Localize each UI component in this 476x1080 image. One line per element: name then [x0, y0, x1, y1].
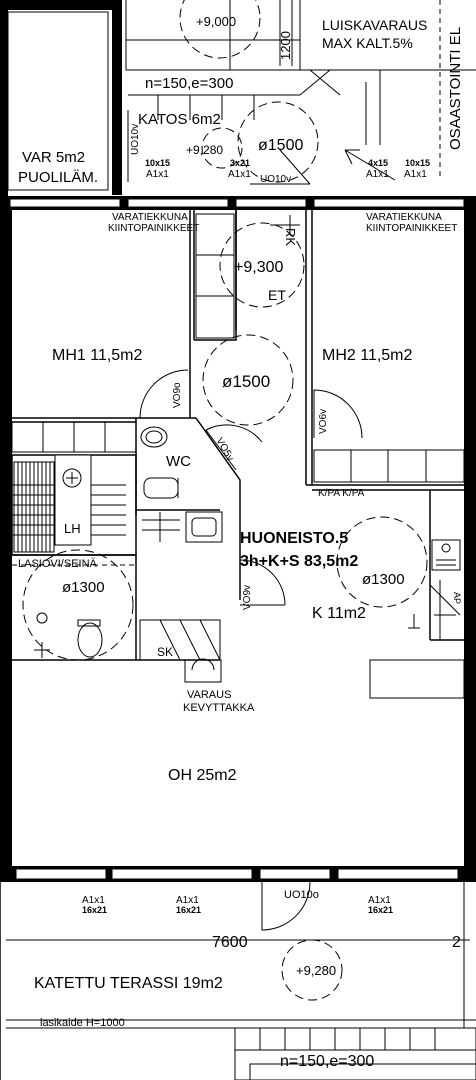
window-top-3-a: 4x15 [368, 158, 388, 168]
room-label-mh2: MH2 11,5m2 [322, 347, 413, 364]
door-v09-hall: VO9v [242, 585, 253, 610]
level-top: +9,000 [196, 14, 236, 29]
label-rk: RK [283, 228, 298, 246]
door-uo-terrace: UO10o [284, 889, 319, 901]
top-exterior-wall [0, 196, 476, 210]
lasikaide: lasikaide H=1000 [40, 1017, 125, 1029]
max-kalt: MAX KALT.5% [322, 35, 413, 51]
circle-sauna: ø1300 [62, 579, 105, 596]
label-lh: LH [64, 521, 81, 536]
apartment-name: HUONEISTO.5 [240, 530, 348, 547]
stairs-bottom [234, 1027, 476, 1080]
circle-katos: ø1500 [258, 137, 303, 154]
turning-circle-et [219, 222, 305, 308]
window-bottom-3-b: 16x21 [368, 905, 393, 915]
window-top-1-a: 10x15 [145, 158, 170, 168]
dim-1200: 1200 [278, 31, 293, 60]
door-top-swing [250, 149, 311, 185]
window-top-4-b: A1x1 [404, 169, 427, 180]
level-circle-katos [201, 127, 243, 169]
room-label-terassi: KATETTU TERASSI 19m2 [34, 975, 223, 992]
window-top-4-a: 10x15 [405, 158, 430, 168]
door-uo-top-left: UO10v [130, 124, 141, 155]
window-bottom-1-a: A1x1 [82, 895, 105, 906]
bottom-exterior-wall [0, 866, 476, 882]
varaus-1: VARAUS [187, 689, 231, 701]
door-v09-mh1: VO9o [172, 382, 183, 408]
turning-circle-hall [202, 334, 294, 426]
window-top-2-b: A1x1 [228, 169, 251, 180]
stairs-top [128, 69, 381, 145]
room-label-wc: WC [166, 453, 191, 470]
level-et: +9,300 [234, 259, 283, 276]
top-frame [125, 0, 476, 71]
mh2-wardrobes [313, 449, 465, 483]
door-uo-top-center: UO10v [260, 174, 291, 185]
var-storage [0, 0, 122, 205]
varatie-left-1: VARATIEKKUNA [112, 212, 188, 223]
window-bottom-3-a: A1x1 [368, 895, 391, 906]
varatie-right-2: KIINTOPAINIKKEET [366, 223, 457, 234]
varaus-2: KEVYTTAKKA [183, 702, 255, 714]
door-mh2-swing [313, 389, 363, 439]
circle-hall: ø1500 [222, 372, 270, 391]
arrow-ramp [344, 149, 396, 181]
rk-mark [270, 215, 300, 235]
turning-circle-top [179, 0, 261, 59]
wc-sauna-block [11, 426, 223, 556]
turning-circle-katos [237, 101, 319, 183]
room-label-oh: OH 25m2 [168, 767, 237, 784]
door-terrace-swing [261, 881, 311, 931]
luiskavaraus: LUISKAVARAUS [322, 17, 427, 33]
label-lasiovi: LASIOVI/SEINÄ [18, 558, 98, 570]
varatie-left-2: KIINTOPAINIKKEET [108, 223, 199, 234]
dim-7600: 7600 [212, 934, 248, 951]
window-top-3-b: A1x1 [366, 169, 389, 180]
label-ap: AP [452, 592, 462, 604]
kitchen [336, 490, 465, 699]
door-mh1-swing [139, 369, 189, 419]
fireplace-reservation [184, 658, 222, 683]
level-circle-terrace [281, 939, 343, 1001]
entrance-closets [195, 213, 235, 339]
level-terassi: +9,280 [296, 963, 336, 978]
label-et: ET [268, 287, 286, 303]
window-bottom-2-a: A1x1 [176, 895, 199, 906]
room-label-mh1: MH1 11,5m2 [52, 347, 143, 364]
circle-kitchen: ø1300 [362, 571, 405, 588]
top-frame-2 [126, 0, 301, 70]
level-katos: +9,280 [186, 143, 223, 157]
mh1-wardrobes [11, 421, 137, 453]
door-v06-mh2: VO6v [318, 409, 329, 434]
window-bottom-2-b: 16x21 [176, 905, 201, 915]
door-hall-swing [239, 559, 286, 606]
room-label-katos: KATOS 6m2 [138, 111, 221, 128]
room-label-var-sub: PUOLILÄM. [18, 169, 98, 186]
room-label-k: K 11m2 [312, 605, 366, 622]
exterior-walls [0, 210, 476, 870]
varatie-right-1: VARATIEKKUNA [366, 212, 442, 223]
apartment-type: 3h+K+S 83,5m2 [240, 553, 358, 570]
room-label-var: VAR 5m2 [22, 149, 85, 166]
door-v05-wc: VO5v [213, 436, 235, 463]
window-top-1-b: A1x1 [146, 169, 169, 180]
dim-2: 2 [452, 934, 461, 951]
stairs-label-top: n=150,e=300 [145, 75, 233, 92]
door-wc-swing [205, 424, 263, 471]
osaastointi: OSAASTOINTI EL [447, 27, 464, 150]
label-kpa: K/PA K/PA [318, 488, 365, 499]
stairs-label-bottom: n=150,e=300 [280, 1053, 374, 1070]
dim-line-1200 [279, 0, 293, 66]
label-sk: SK [157, 645, 173, 659]
window-bottom-1-b: 16x21 [82, 905, 107, 915]
window-top-2-a: 3x21 [230, 158, 250, 168]
